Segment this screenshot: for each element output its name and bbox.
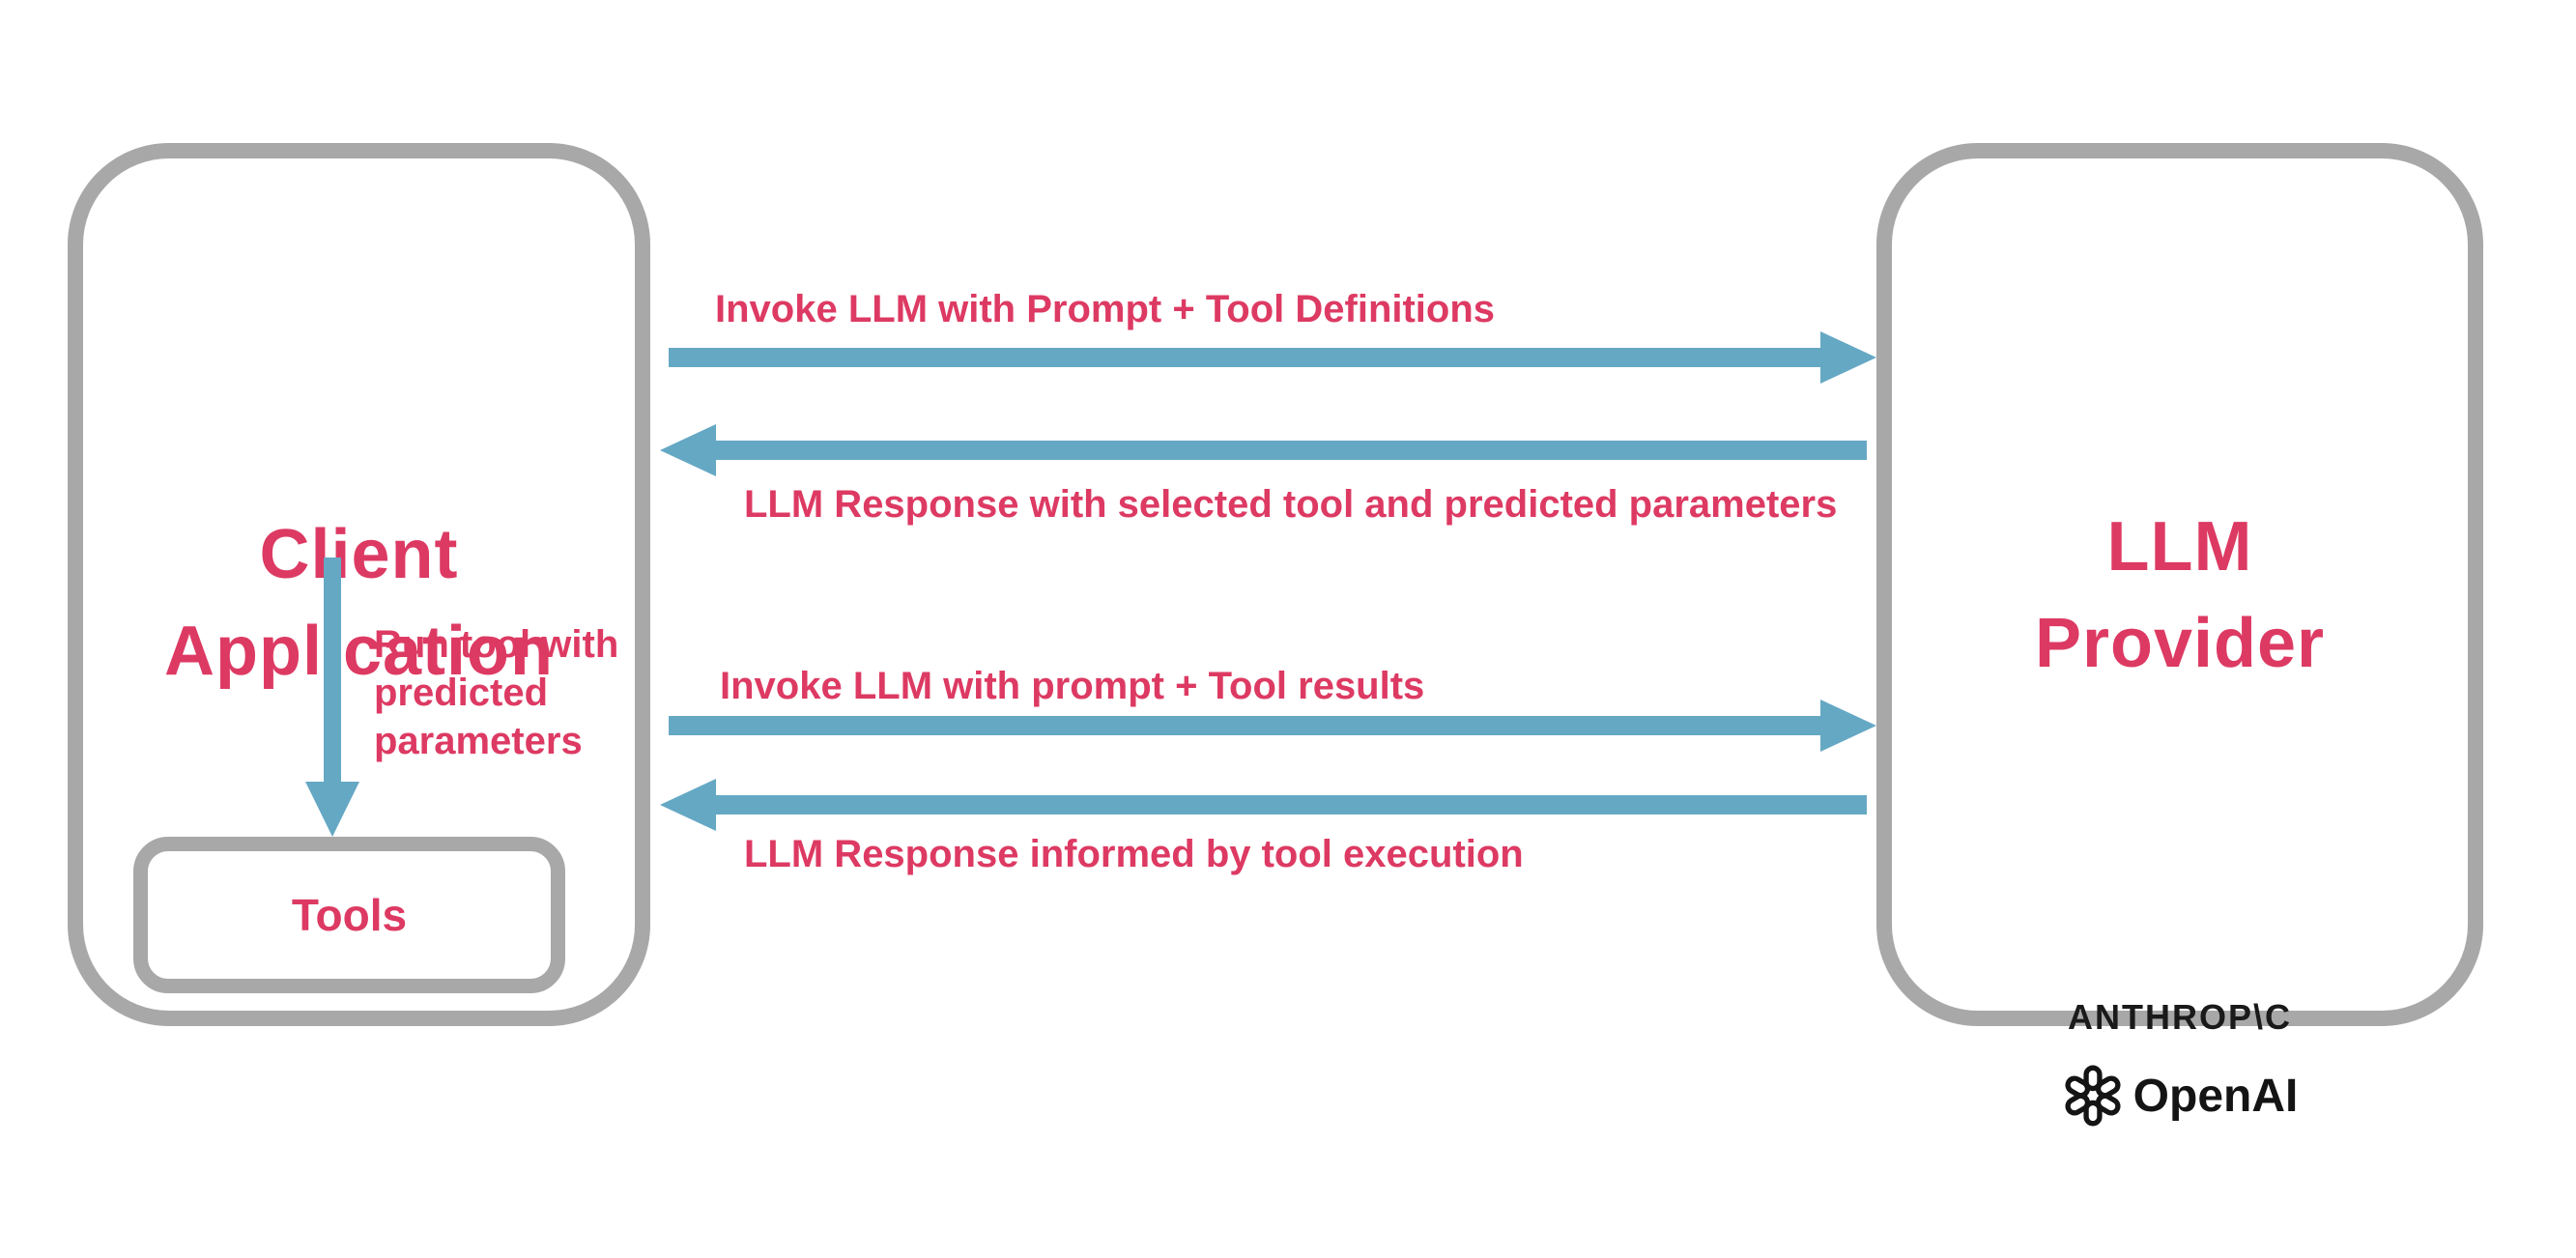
- openai-logo-text: OpenAI: [2132, 1070, 2299, 1122]
- anthropic-logo: ANTHROP\C: [2068, 997, 2292, 1037]
- arrow2-left-arrow-icon: [660, 424, 716, 476]
- arrow4-label: LLM Response informed by tool execution: [744, 833, 1524, 875]
- llm-provider-box: LLM Provider ANTHROP\C OpenAI: [1876, 143, 2483, 1127]
- arrow1-right-arrow-icon: [1820, 331, 1876, 384]
- arrow3-shaft: [669, 716, 1820, 735]
- down-arrow-shaft: [324, 558, 341, 782]
- client-title-line1: Client: [259, 516, 459, 593]
- llm-title-line2: Provider: [2034, 605, 2326, 682]
- arrow1-label: Invoke LLM with Prompt + Tool Definition…: [715, 288, 1496, 330]
- llm-title-line1: LLM: [2106, 508, 2253, 586]
- arrow4-left-arrow-icon: [660, 779, 716, 831]
- client-application-title: Client Application: [83, 506, 635, 700]
- tools-box: Tools: [133, 837, 565, 993]
- arrow1-shaft: [669, 348, 1820, 367]
- llm-provider-title: LLM Provider: [1892, 499, 2468, 692]
- tools-label: Tools: [291, 890, 408, 940]
- arrow2-label: LLM Response with selected tool and pred…: [744, 483, 1838, 526]
- client-title-line2: Application: [164, 613, 554, 690]
- arrow2-shaft: [716, 441, 1867, 460]
- openai-logo-icon: [2065, 1065, 2121, 1127]
- arrow3-label: Invoke LLM with prompt + Tool results: [720, 665, 1425, 707]
- openai-logo-row: OpenAI: [1892, 1065, 2468, 1127]
- arrow4-shaft: [716, 795, 1867, 815]
- down-arrow-icon: [305, 782, 359, 837]
- arrow3-right-arrow-icon: [1820, 700, 1876, 752]
- run-tool-label: Run tool with predicted parameters: [374, 623, 619, 762]
